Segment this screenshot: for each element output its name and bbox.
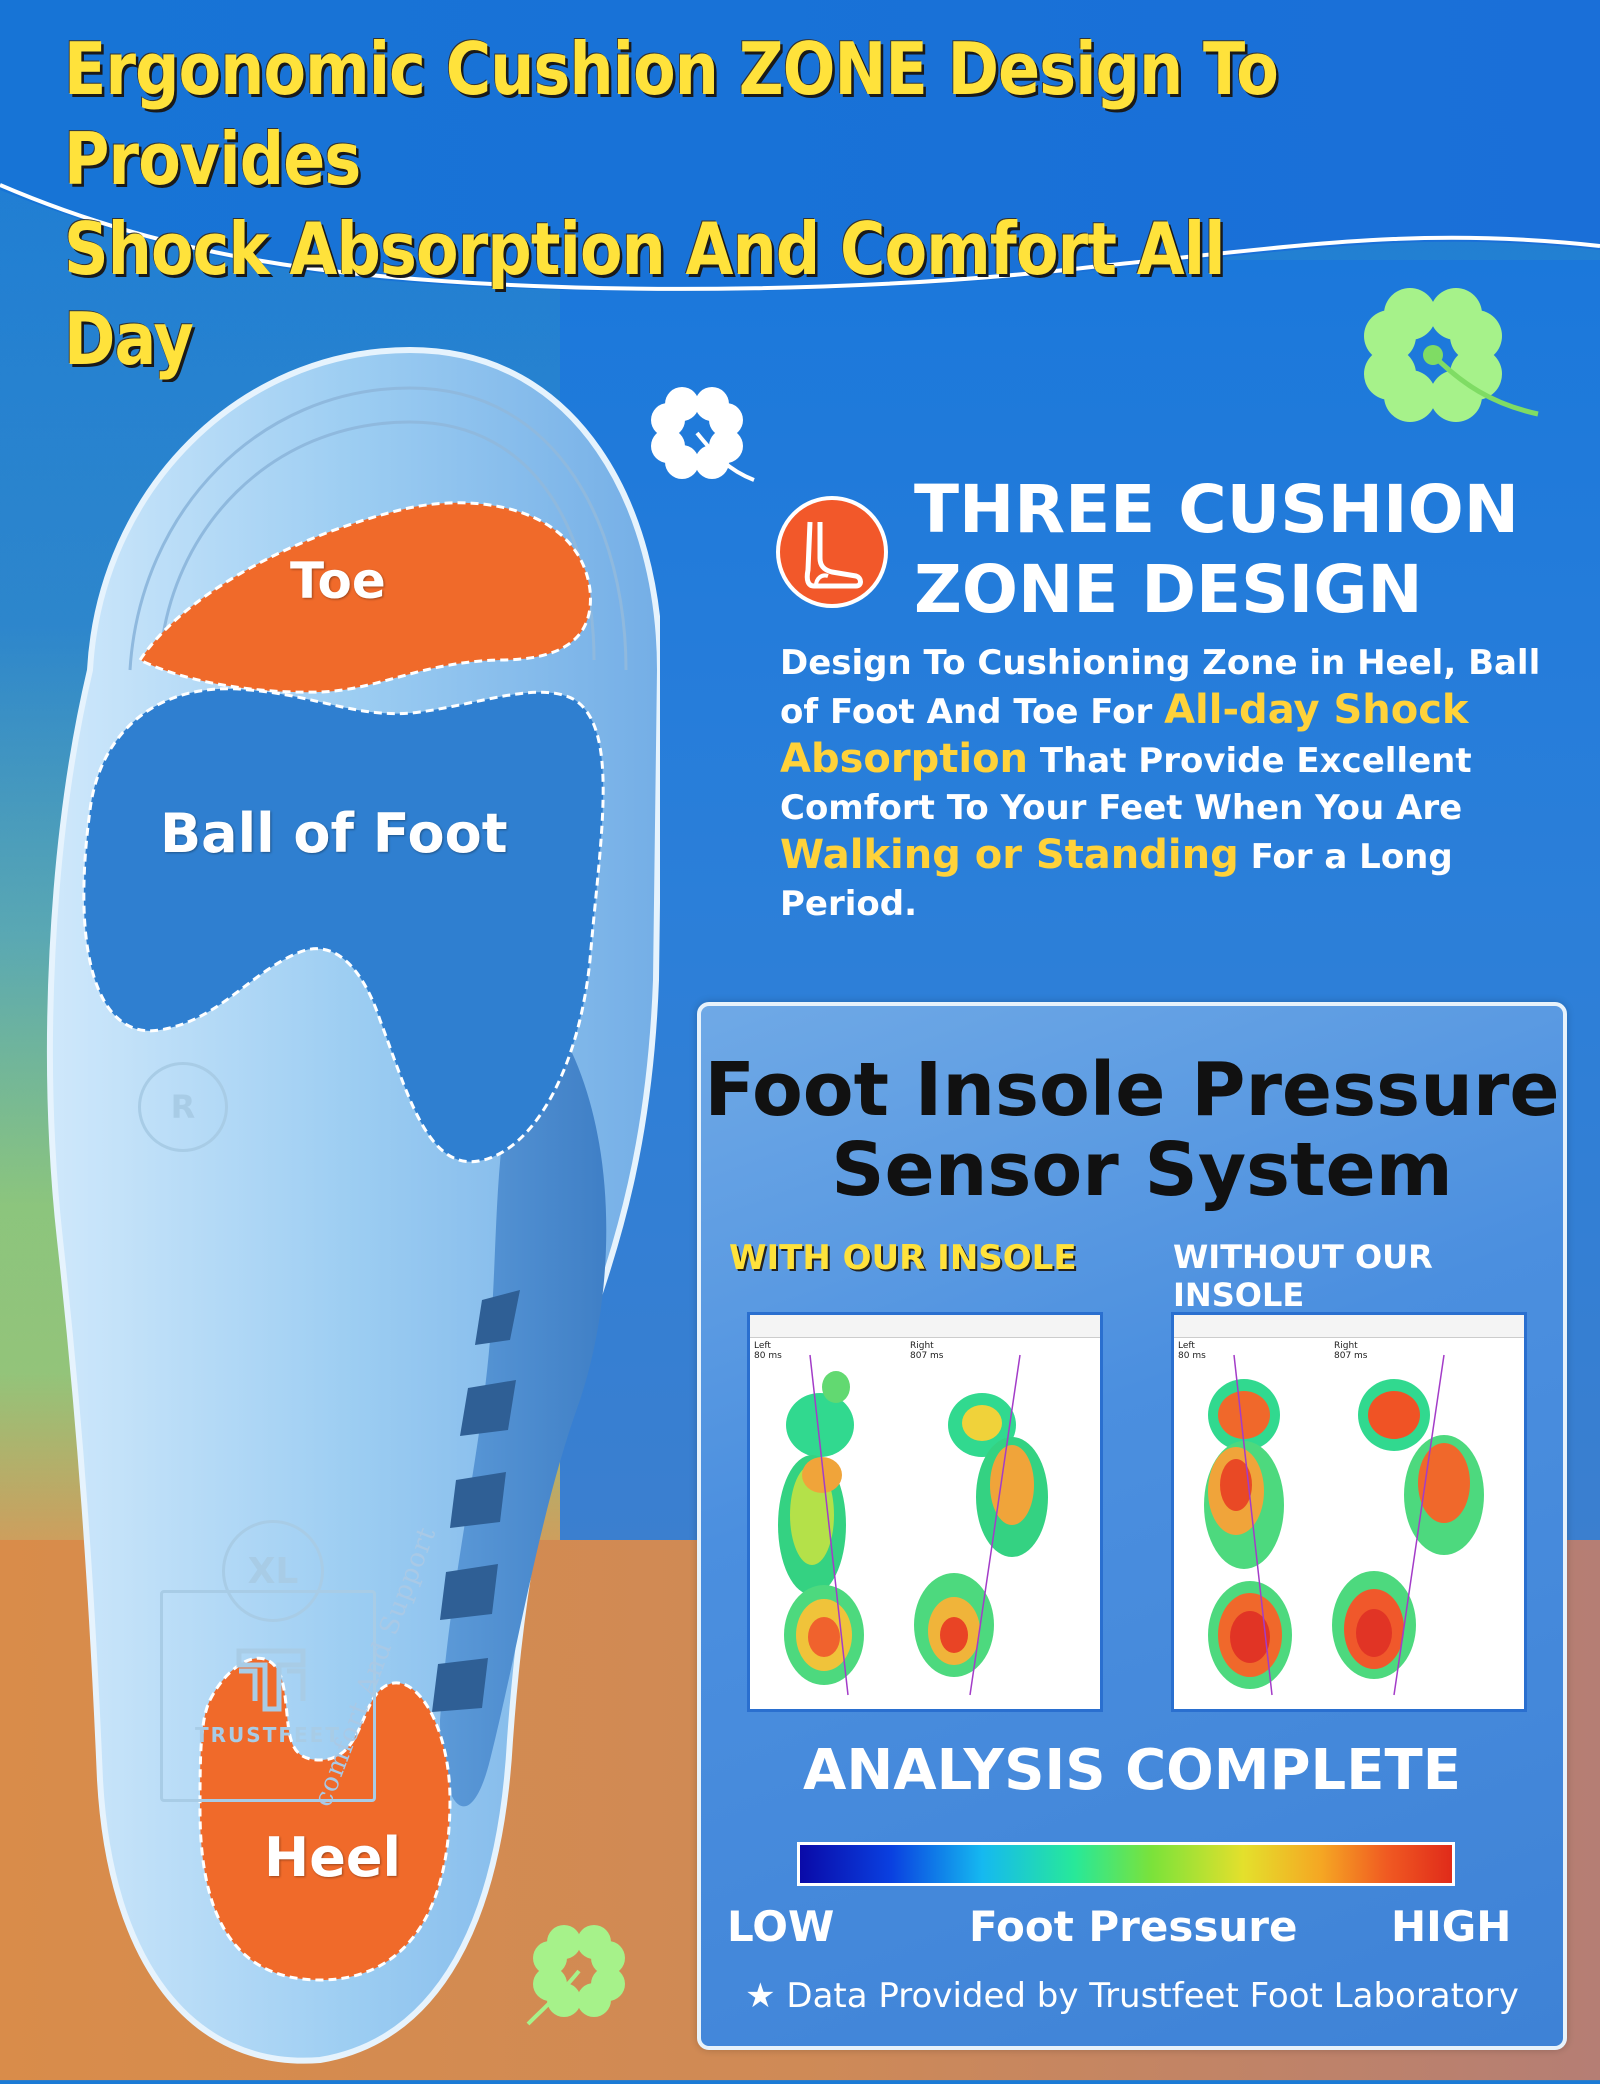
- headline: Ergonomic Cushion ZONE Design To Provide…: [64, 24, 1354, 384]
- scan-right-ms: 807 ms: [1334, 1351, 1368, 1361]
- feature-title-line-2: ZONE DESIGN: [914, 551, 1423, 628]
- data-source-note: ★ Data Provided by Trustfeet Foot Labora…: [745, 1976, 1519, 2016]
- foot-icon: [776, 496, 888, 608]
- feature-description: Design To Cushioning Zone in Heel, Ball …: [780, 640, 1570, 928]
- scan-left-ms: 80 ms: [1178, 1351, 1206, 1361]
- scan-left-ms: 80 ms: [754, 1351, 782, 1361]
- pressure-sensor-panel: Foot Insole Pressure Sensor System WITH …: [697, 1002, 1567, 2050]
- analysis-complete-label: ANALYSIS COMPLETE: [803, 1738, 1461, 1803]
- scan-right-ms: 807 ms: [910, 1351, 944, 1361]
- ball-of-foot-label: Ball of Foot: [160, 802, 508, 865]
- toe-label: Toe: [290, 552, 386, 610]
- scale-high-label: HIGH: [1391, 1902, 1512, 1951]
- headline-line-2: Shock Absorption And Comfort All Day: [64, 207, 1225, 381]
- pressure-map-with: [778, 1354, 1048, 1696]
- header-wave: [0, 0, 1600, 292]
- size-badge: XL: [222, 1520, 324, 1622]
- panel-title: Foot Insole Pressure Sensor System: [701, 1050, 1563, 1210]
- pressure-scan-without-insole: Left 80 ms Right 807 ms: [1171, 1312, 1527, 1712]
- scan-left-label: Left: [1178, 1341, 1195, 1351]
- scan-right-label: Right: [1334, 1341, 1358, 1351]
- panel-title-line-1: Foot Insole Pressure: [704, 1047, 1560, 1133]
- feature-desc-text-2: That Provide Excellent Comfort To Your F…: [780, 741, 1472, 828]
- brand-name: TRUSTFEET: [195, 1723, 341, 1747]
- with-insole-label: WITH OUR INSOLE: [729, 1238, 1077, 1278]
- feature-highlight-1: All-day Shock Absorption: [780, 687, 1469, 782]
- headline-line-1: Ergonomic Cushion ZONE Design To Provide…: [64, 27, 1279, 201]
- without-insole-label: WITHOUT OUR INSOLE: [1173, 1238, 1433, 1314]
- heel-label: Heel: [264, 1826, 401, 1889]
- toe-zone: [137, 501, 592, 694]
- brand-logo-icon: [236, 1648, 306, 1712]
- scale-low-label: LOW: [727, 1902, 835, 1951]
- clover-icon: [1364, 288, 1539, 422]
- brand-logo-box: TRUSTFEET: [160, 1590, 376, 1802]
- scan-left-label: Left: [754, 1341, 771, 1351]
- clover-icon-white: [651, 387, 755, 482]
- ball-of-foot-zone: [82, 687, 605, 1164]
- feature-title-line-1: THREE CUSHION: [914, 471, 1519, 548]
- pressure-scan-with-insole: Left 80 ms Right 807 ms: [747, 1312, 1103, 1712]
- scale-mid-label: Foot Pressure: [969, 1902, 1298, 1951]
- side-badge: R: [138, 1062, 228, 1152]
- scan-right-label: Right: [910, 1341, 934, 1351]
- scan-toolbar: [750, 1315, 1100, 1338]
- feature-desc-text-3: For a Long Period.: [780, 837, 1453, 924]
- feature-highlight-2: Walking or Standing: [780, 832, 1239, 878]
- clover-icon-small: [526, 1925, 625, 2026]
- insole-illustration: Toe Ball of Foot Heel R XL TRUSTFEET com…: [20, 340, 664, 2080]
- panel-title-line-2: Sensor System: [831, 1127, 1453, 1213]
- insole-shape: [47, 346, 664, 2064]
- feature-desc-text-1: Design To Cushioning Zone in Heel, Ball …: [780, 643, 1541, 732]
- feature-title: THREE CUSHION ZONE DESIGN: [914, 470, 1554, 630]
- scan-toolbar: [1174, 1315, 1524, 1338]
- heel-zone: [198, 1656, 452, 1982]
- pressure-map-without: [1204, 1354, 1484, 1696]
- pressure-color-scale: [797, 1842, 1455, 1886]
